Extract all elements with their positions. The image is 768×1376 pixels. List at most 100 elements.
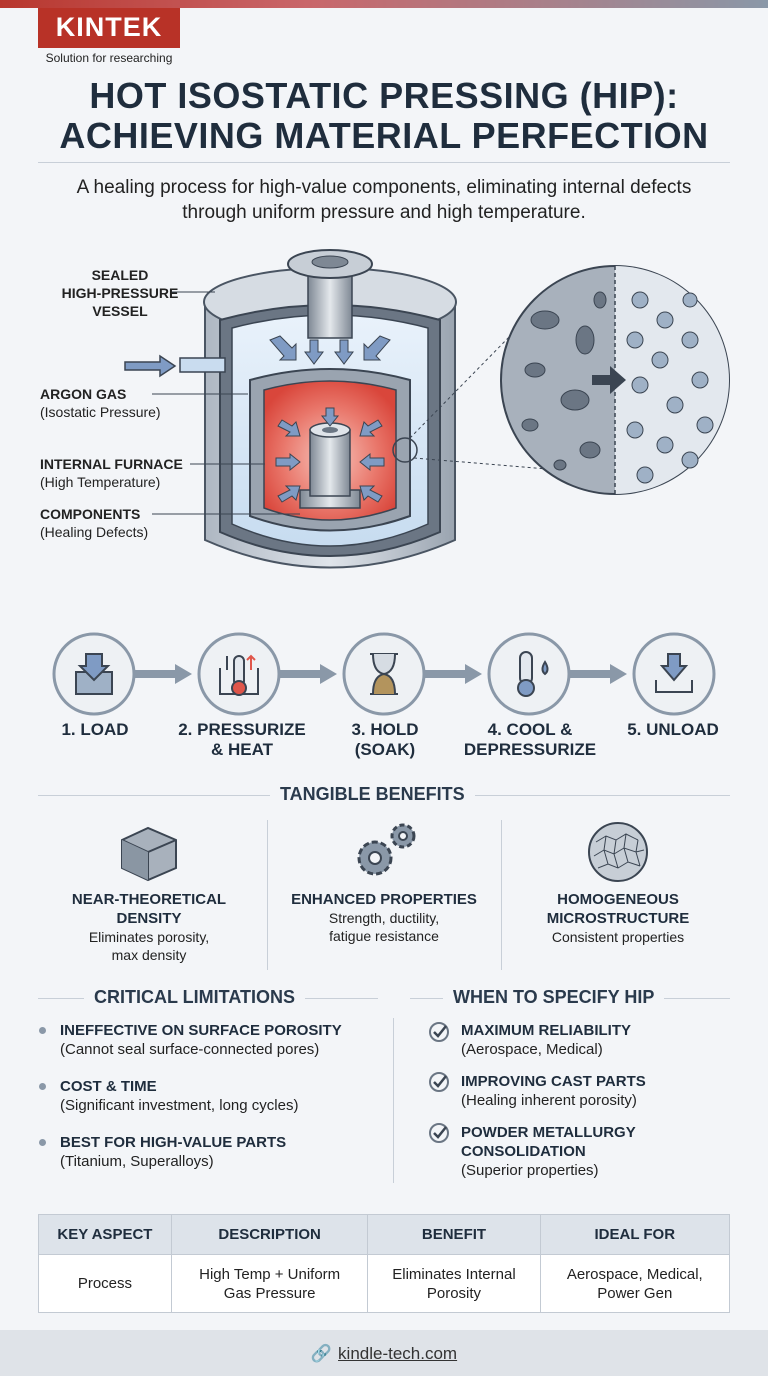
table-cell: Aerospace, Medical,Power Gen	[539, 1254, 731, 1313]
check-circle-icon	[429, 1022, 449, 1042]
label-vessel-line-2: HIGH-PRESSURE	[61, 285, 179, 301]
label-vessel-line-3: VESSEL	[92, 303, 148, 319]
specify-3-title-1: POWDER METALLURGY	[461, 1124, 636, 1141]
benefit-density-title-1: NEAR-THEORETICAL	[71, 891, 227, 908]
thermometer-cool-icon	[517, 651, 549, 697]
label-components: COMPONENTS (Healing Defects)	[40, 505, 200, 541]
label-components-title: COMPONENTS	[40, 506, 141, 522]
step-5-label: 5. UNLOAD	[598, 720, 748, 740]
specify-item-2: IMPROVING CAST PARTS (Healing inherent p…	[461, 1072, 741, 1110]
title-divider	[38, 162, 730, 163]
step-5-line-1: 5. UNLOAD	[627, 720, 719, 739]
hourglass-icon	[370, 653, 398, 695]
website-link-text: kindle-tech.com	[338, 1344, 458, 1363]
step-4-line-2: DEPRESSURIZE	[463, 740, 597, 759]
check-circle-icon	[429, 1072, 449, 1092]
bullet-icon	[39, 1083, 46, 1090]
label-argon-gas: ARGON GAS (Isostatic Pressure)	[40, 385, 200, 421]
benefit-properties-desc-1: Strength, ductility,	[328, 910, 440, 926]
benefits-title: TANGIBLE BENEFITS	[270, 784, 475, 805]
step-2-line-2: & HEAT	[210, 740, 273, 759]
hip-vessel-diagram	[124, 249, 730, 569]
specify-1-title: MAXIMUM RELIABILITY	[461, 1022, 631, 1039]
page-subtitle: A healing process for high-value compone…	[20, 175, 748, 225]
grain-structure-icon	[588, 822, 648, 882]
gears-icon	[357, 823, 416, 876]
table-header-cell: IDEAL FOR	[539, 1214, 731, 1255]
step-4-line-1: 4. COOL &	[487, 720, 573, 739]
benefit-density-desc-1: Eliminates porosity,	[88, 929, 210, 945]
specify-item-3: POWDER METALLURGY CONSOLIDATION (Superio…	[461, 1123, 741, 1180]
columns-divider	[393, 1018, 394, 1183]
step-2-line-1: 2. PRESSURIZE	[178, 720, 306, 739]
cell-line: Porosity	[426, 1284, 482, 1302]
logo-name: KINTEK	[55, 12, 163, 42]
website-link[interactable]: 🔗 kindle-tech.com	[0, 1344, 768, 1364]
page-title: HOT ISOSTATIC PRESSING (HIP): ACHIEVING …	[0, 76, 768, 156]
specify-3-title-2: CONSOLIDATION	[461, 1143, 586, 1160]
label-furnace-note: (High Temperature)	[40, 474, 161, 490]
label-argon-note: (Isostatic Pressure)	[40, 404, 161, 420]
logo-tagline: Solution for researching	[38, 48, 180, 68]
cell-line: Gas Pressure	[223, 1284, 316, 1302]
table-header-cell: DESCRIPTION	[170, 1214, 369, 1255]
summary-table: KEY ASPECT DESCRIPTION BENEFIT IDEAL FOR…	[38, 1214, 731, 1313]
label-components-note: (Healing Defects)	[40, 524, 149, 540]
limitation-item-2: COST & TIME (Significant investment, lon…	[60, 1077, 390, 1115]
specify-2-desc: (Healing inherent porosity)	[461, 1092, 637, 1109]
title-line-2: ACHIEVING MATERIAL PERFECTION	[59, 115, 709, 156]
label-furnace-title: INTERNAL FURNACE	[40, 456, 183, 472]
benefit-density-desc-2: max density	[111, 947, 187, 963]
check-circle-icon	[429, 1123, 449, 1143]
benefit-properties: ENHANCED PROPERTIES Strength, ductility,…	[269, 890, 499, 945]
label-vessel-line-1: SEALED	[91, 267, 149, 283]
table-cell: Process	[38, 1254, 172, 1313]
step-2-label: 2. PRESSURIZE & HEAT	[167, 720, 317, 760]
benefit-density: NEAR-THEORETICAL DENSITY Eliminates poro…	[34, 890, 264, 964]
label-internal-furnace: INTERNAL FURNACE (High Temperature)	[40, 455, 200, 491]
specify-3-desc: (Superior properties)	[461, 1162, 599, 1179]
link-icon: 🔗	[310, 1344, 333, 1363]
benefits-divider-2	[501, 820, 502, 970]
thermometer-heat-icon	[219, 654, 259, 696]
specify-item-1: MAXIMUM RELIABILITY (Aerospace, Medical)	[461, 1021, 741, 1059]
limitation-1-desc: (Cannot seal surface-connected pores)	[60, 1041, 320, 1058]
subtitle-line-1: A healing process for high-value compone…	[76, 177, 692, 198]
limitation-1-title: INEFFECTIVE ON SURFACE POROSITY	[60, 1022, 342, 1039]
cell-line: Aerospace, Medical,	[566, 1265, 703, 1283]
process-flow	[52, 632, 716, 716]
specify-2-title: IMPROVING CAST PARTS	[461, 1073, 646, 1090]
cell-line: Eliminates Internal	[392, 1265, 516, 1283]
unload-tray-icon	[655, 653, 693, 693]
table-header-cell: KEY ASPECT	[38, 1214, 172, 1255]
footer: 🔗 kindle-tech.com	[0, 1330, 768, 1376]
benefit-micro-title-1: HOMOGENEOUS	[557, 891, 679, 908]
benefit-micro-title-2: MICROSTRUCTURE	[546, 910, 690, 927]
specify-title: WHEN TO SPECIFY HIP	[443, 987, 665, 1008]
limitations-title: CRITICAL LIMITATIONS	[84, 987, 305, 1008]
cell-line: Process	[77, 1275, 133, 1292]
benefit-microstructure: HOMOGENEOUS MICROSTRUCTURE Consistent pr…	[503, 890, 733, 946]
label-argon-title: ARGON GAS	[40, 386, 127, 402]
dense-cube-icon	[121, 826, 177, 882]
title-line-1: HOT ISOSTATIC PRESSING (HIP):	[89, 75, 679, 116]
benefit-micro-desc-1: Consistent properties	[551, 929, 685, 945]
step-1-line-1: 1. LOAD	[61, 720, 129, 739]
subtitle-line-2: through uniform pressure and high temper…	[182, 202, 586, 223]
step-3-line-2: (SOAK)	[354, 740, 416, 759]
benefits-divider-1	[267, 820, 268, 970]
step-3-line-1: 3. HOLD	[351, 720, 419, 739]
step-1-label: 1. LOAD	[20, 720, 170, 740]
limitation-item-3: BEST FOR HIGH-VALUE PARTS (Titanium, Sup…	[60, 1133, 390, 1171]
microstructure-zoom	[500, 265, 730, 495]
table-header-cell: BENEFIT	[367, 1214, 541, 1255]
table-header-row: KEY ASPECT DESCRIPTION BENEFIT IDEAL FOR	[38, 1214, 731, 1255]
kintek-logo[interactable]: KINTEK Solution for researching	[38, 8, 180, 68]
label-sealed-vessel: SEALED HIGH-PRESSURE VESSEL	[60, 266, 180, 320]
limitation-3-title: BEST FOR HIGH-VALUE PARTS	[60, 1134, 287, 1151]
limitation-2-title: COST & TIME	[60, 1078, 157, 1095]
benefit-properties-title-1: ENHANCED PROPERTIES	[291, 891, 477, 908]
limitation-item-1: INEFFECTIVE ON SURFACE POROSITY (Cannot …	[60, 1021, 390, 1059]
